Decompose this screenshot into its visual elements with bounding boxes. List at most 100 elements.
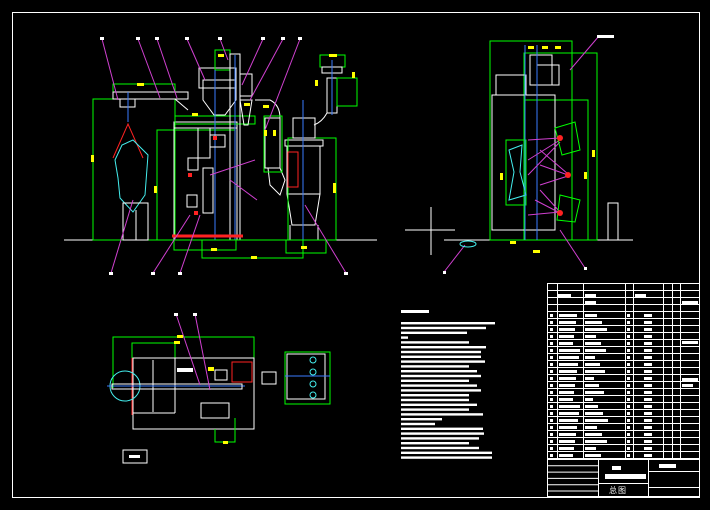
blast-cabinet — [173, 127, 238, 241]
cell-text — [627, 419, 630, 422]
cell-text — [612, 466, 621, 470]
cell-text — [627, 447, 630, 450]
cell-text — [585, 433, 602, 436]
cell-text — [550, 314, 553, 317]
cell-text — [644, 356, 652, 359]
note-line — [401, 418, 442, 421]
note-line — [401, 408, 469, 411]
cell-text — [644, 440, 652, 443]
note-line — [401, 370, 477, 373]
cell-text — [550, 342, 553, 345]
note-line — [401, 336, 408, 339]
note-line — [401, 389, 481, 392]
cell-text — [659, 464, 676, 468]
cell-text — [559, 349, 580, 352]
cell-text — [559, 447, 574, 450]
note-line — [401, 346, 486, 349]
cell-text — [585, 391, 604, 394]
cell-text — [585, 440, 607, 443]
cell-text — [627, 440, 630, 443]
cell-text — [550, 328, 553, 331]
cell-text — [644, 384, 652, 387]
cell-text — [627, 342, 630, 345]
cell-text — [627, 314, 630, 317]
cell-text — [585, 328, 607, 331]
cell-text — [627, 398, 630, 401]
cell-text — [585, 377, 594, 380]
note-line — [401, 355, 481, 358]
cell-text — [559, 356, 579, 359]
note-line — [401, 384, 477, 387]
cell-text — [644, 377, 652, 380]
cell-text — [682, 384, 693, 387]
cell-text — [559, 426, 577, 429]
note-line — [401, 374, 481, 378]
cell-text — [585, 412, 603, 415]
cell-text — [585, 405, 598, 408]
note-line — [401, 437, 479, 440]
cell-text — [627, 412, 630, 415]
cell-text — [644, 328, 652, 331]
cell-text — [644, 363, 652, 366]
cell-text — [550, 447, 553, 450]
cell-text — [585, 342, 601, 345]
note-line — [401, 446, 479, 450]
cell-text — [644, 370, 652, 373]
cell-text — [550, 384, 553, 387]
note-line — [401, 379, 469, 382]
cell-text — [585, 363, 600, 366]
cell-text — [627, 454, 630, 457]
cell-text — [644, 398, 652, 401]
front-view — [64, 37, 377, 275]
cell-text — [559, 377, 576, 380]
cell-text — [644, 426, 652, 429]
cell-text — [550, 391, 553, 394]
drawing-name: 总图 — [609, 486, 627, 495]
cell-text — [644, 335, 652, 338]
cell-text — [550, 454, 553, 457]
separator — [198, 67, 237, 89]
cell-text — [559, 321, 576, 324]
cell-text — [644, 447, 652, 450]
cell-text — [644, 342, 652, 345]
cell-text — [559, 363, 578, 366]
cell-text — [585, 398, 593, 401]
dust-unit-plan — [284, 351, 331, 405]
cell-text — [550, 349, 553, 352]
note-line — [401, 456, 492, 459]
note-line — [401, 451, 492, 454]
cell-text — [644, 419, 652, 422]
note-line — [401, 350, 481, 354]
cell-text — [585, 335, 596, 338]
cell-text — [585, 356, 595, 359]
cell-text — [644, 433, 652, 436]
hook-chain — [112, 122, 144, 159]
cell-text — [550, 405, 553, 408]
cell-text — [550, 370, 553, 373]
cell-text — [585, 370, 605, 373]
cell-text — [559, 398, 573, 401]
workpiece — [114, 139, 149, 213]
note-line — [401, 394, 469, 397]
cell-text — [559, 412, 579, 415]
cell-text — [585, 349, 606, 352]
note-line — [401, 427, 483, 430]
cell-text — [550, 335, 553, 338]
cell-text — [559, 328, 575, 331]
title-block — [547, 283, 700, 497]
cell-text — [682, 301, 698, 304]
cell-text — [627, 335, 630, 338]
cell-text — [559, 440, 575, 443]
cell-text — [550, 398, 553, 401]
cell-text — [559, 370, 577, 373]
cell-text — [644, 405, 652, 408]
scale-box — [122, 449, 148, 464]
cell-text — [627, 321, 630, 324]
cell-text — [644, 391, 652, 394]
note-line — [401, 403, 477, 406]
cell-text — [550, 321, 553, 324]
cell-text — [627, 384, 630, 387]
cell-text — [550, 356, 553, 359]
technical-notes — [401, 310, 495, 459]
